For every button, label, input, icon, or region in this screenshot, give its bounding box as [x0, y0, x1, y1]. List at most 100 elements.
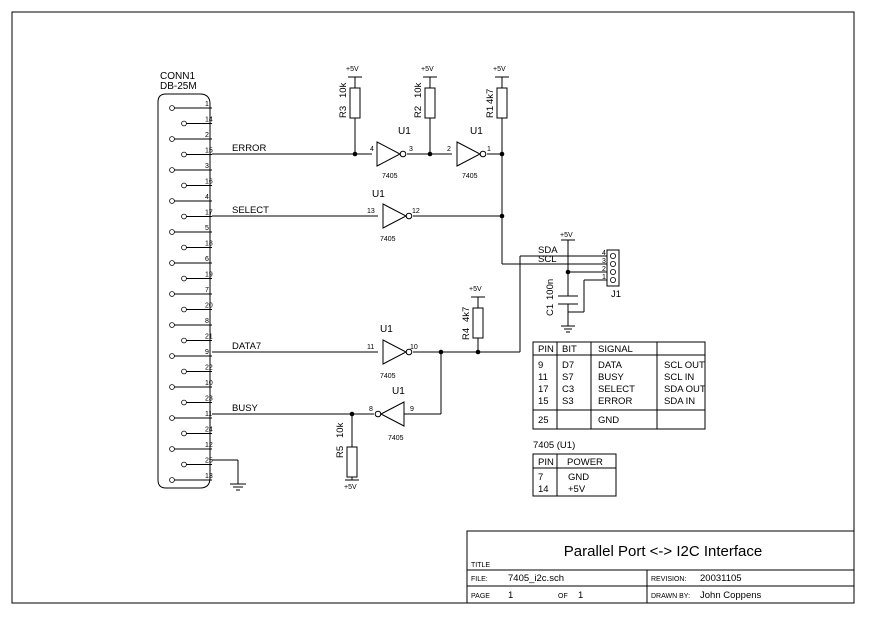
connector-pin-number: 18: [205, 241, 213, 248]
capacitor-ref: C1: [545, 304, 556, 316]
power-table-header: POWER: [567, 457, 603, 468]
gate-part: 7405: [382, 173, 398, 180]
connector-pin-hole: [181, 337, 187, 344]
resistor-ref: R1: [485, 106, 496, 118]
resistor-value: 4k7: [461, 307, 472, 322]
net-label-data7: DATA7: [232, 341, 261, 352]
of-label: OF: [558, 593, 568, 600]
connector-pin-number: 14: [205, 117, 213, 124]
signal-table-cell: SCL OUT: [664, 360, 705, 371]
connector-pin-number: 24: [205, 427, 213, 434]
connector-pin-hole: [181, 306, 187, 313]
signal-table-cell: 25: [538, 415, 549, 426]
resistor-r5: R5 10k: [335, 422, 358, 478]
net-label-select: SELECT: [232, 205, 269, 216]
supply-label: +5V: [421, 66, 434, 73]
connector-pin-number: 19: [205, 272, 213, 279]
jumper-ref: J1: [611, 289, 621, 300]
connector-pin-number: 21: [205, 334, 213, 341]
power-r3: +5V: [346, 66, 362, 78]
resistor-ref: R3: [338, 106, 349, 118]
power-table-title: 7405 (U1): [533, 440, 575, 451]
connector-pin-number: 17: [205, 210, 213, 217]
signal-table: PIN BIT SIGNAL 9 D7 DATA SCL OUT 11 S7 B…: [532, 341, 706, 430]
resistor-value: 10k: [413, 82, 424, 98]
gate-ref: U1: [470, 126, 483, 137]
gate-pin-out: 3: [409, 146, 413, 153]
connector-pin-number: 3: [205, 163, 209, 170]
signal-table-cell: S3: [562, 396, 574, 407]
net-label-busy: BUSY: [232, 403, 259, 414]
gate-pin-in: 13: [367, 208, 375, 215]
gate-pin-out: 10: [410, 344, 418, 351]
page-number: 1: [508, 590, 513, 601]
connector-pin-number: 9: [205, 349, 209, 356]
signal-table-cell: 15: [538, 396, 549, 407]
connector-pin-hole: [169, 136, 175, 142]
resistor-ref: R4: [461, 328, 472, 340]
connector-pin-hole: [181, 244, 187, 251]
signal-table-header: PIN: [538, 344, 554, 355]
signal-table-cell: C3: [562, 384, 574, 395]
connector-pin-number: 11: [205, 411, 212, 418]
connector-pin-hole: [181, 399, 187, 406]
connector-pin-hole: [181, 151, 187, 158]
file-name: 7405_i2c.sch: [508, 573, 564, 584]
gate-part: 7405: [380, 373, 396, 380]
signal-table-cell: SDA OUT: [664, 384, 706, 395]
power-table: 7405 (U1) PIN POWER 7 GND 14 +5V: [532, 440, 617, 497]
signal-table-cell: 17: [538, 384, 549, 395]
connector-pin-hole: [181, 368, 187, 375]
signal-table-cell: D7: [562, 360, 574, 371]
connector-pin-number: 5: [205, 225, 209, 232]
connector-pin-hole: [169, 291, 175, 297]
gate-part: 7405: [462, 173, 478, 180]
gate-pin-in: 2: [447, 146, 451, 153]
db25-connector: CONN1 DB-25M 114215316417518619720821922…: [157, 71, 213, 489]
gate-part: 7405: [380, 236, 396, 243]
inverter-gate-4: U1 7405 11 10: [367, 324, 418, 380]
gate-pin-out: 1: [487, 146, 491, 153]
jumper-pin: 1: [602, 274, 606, 281]
ground-symbol: [561, 325, 575, 333]
connector-pin-number: 10: [205, 380, 213, 387]
connector-pins: 1142153164175186197208219221023112412251…: [169, 101, 213, 483]
connector-pin-number: 4: [205, 194, 209, 201]
file-label: FILE:: [471, 576, 488, 583]
connector-pin-number: 7: [205, 287, 209, 294]
title-block: TITLE Parallel Port <-> I2C Interface FI…: [466, 530, 855, 604]
power-r5: +5V: [344, 479, 359, 491]
resistor-ref: R2: [413, 106, 424, 118]
connector-pin-number: 1: [205, 101, 209, 108]
gate-pin-in: 4: [370, 146, 374, 153]
title-label: TITLE: [471, 562, 490, 569]
connector-pin-hole: [169, 446, 175, 452]
power-table-cell: +5V: [568, 484, 586, 495]
drawn-by-label: DRAWN BY:: [651, 593, 690, 600]
power-table-cell: 7: [538, 472, 543, 483]
connector-pin-hole: [169, 229, 175, 235]
connector-pin-hole: [181, 213, 187, 220]
resistor-r2: R2 10k: [413, 82, 436, 119]
signal-table-cell: BUSY: [598, 372, 625, 383]
power-table-cell: GND: [568, 472, 589, 483]
power-j1: +5V: [560, 232, 575, 241]
net-label-sda: SDA: [538, 245, 558, 256]
gate-pin-out: 9: [410, 406, 414, 413]
signal-table-cell: ERROR: [598, 396, 632, 407]
resistor-r3: R3 10k: [338, 82, 361, 119]
connector-pin-hole: [181, 430, 187, 437]
resistor-r1: R1 4k7: [485, 87, 508, 119]
connector-pin-hole: [169, 167, 175, 173]
signal-table-cell: GND: [598, 415, 619, 426]
signal-table-cell: SCL IN: [664, 372, 694, 383]
supply-label: +5V: [344, 484, 357, 491]
connector-pin-hole: [181, 275, 187, 282]
connector-pin-hole: [169, 105, 175, 111]
jumper-j1: 4 3 2 1 J1: [602, 249, 621, 300]
power-table-header: PIN: [538, 457, 554, 468]
page-total: 1: [578, 590, 583, 601]
gate-pin-in: 8: [369, 406, 373, 413]
connector-pin-hole: [169, 415, 175, 421]
